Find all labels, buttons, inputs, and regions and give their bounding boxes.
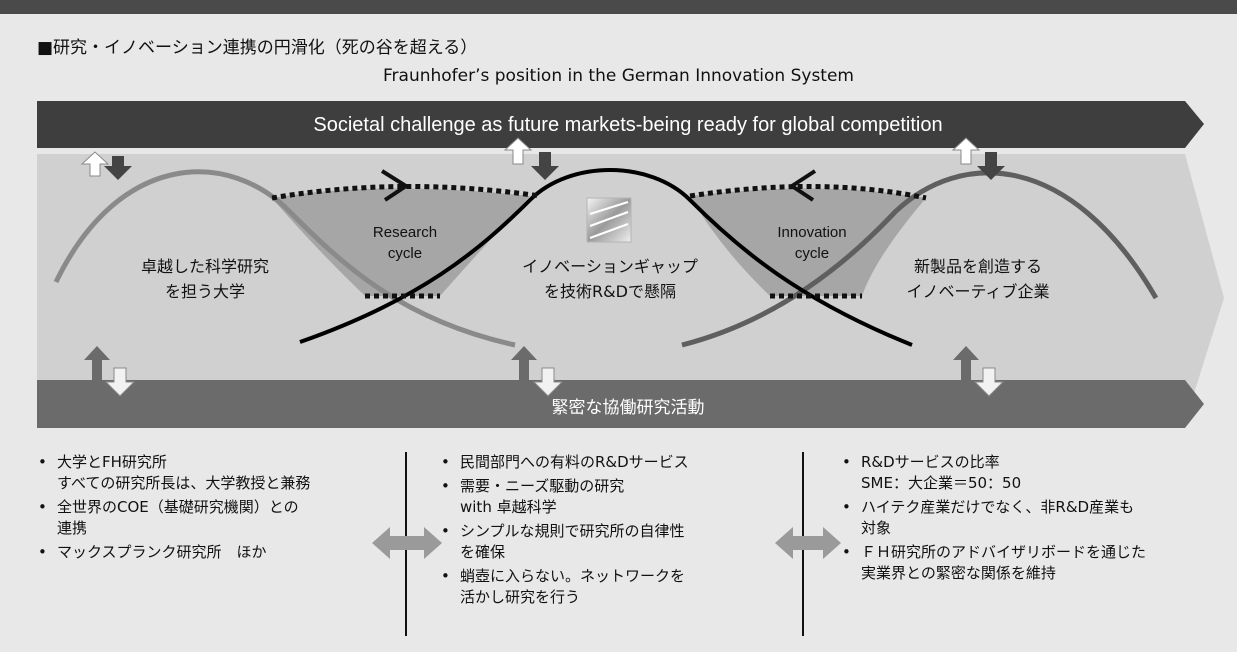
innovation-cycle-top-dotted	[689, 184, 927, 201]
bullet-dot-icon: •	[441, 477, 450, 495]
societal-challenge-arrow	[37, 101, 1204, 148]
slide-heading: ■研究・イノベーション連携の円滑化（死の谷を超える）	[37, 38, 478, 58]
bullet-dot-icon: •	[38, 543, 47, 561]
bullet-item: • シンプルな規則で研究所の自律性 を確保	[441, 521, 781, 563]
bullet-item: • R&Dサービスの比率 SME：大企業＝50：50	[842, 452, 1232, 494]
university-label: 卓越した科学研究を担う大学	[141, 257, 269, 301]
innovation-gap-label: イノベーションギャップを技術R&Dで懸隔	[522, 257, 698, 301]
bullet-item: • マックスプランク研究所 ほか	[38, 542, 383, 563]
bullet-text: 需要・ニーズ駆動の研究 with 卓越科学	[460, 477, 625, 516]
bottom-arrow-left	[84, 346, 136, 397]
bullet-item: • 蛸壺に入らない。ネットワークを 活かし研究を行う	[441, 566, 781, 608]
bullet-text: 全世界のCOE（基礎研究機関）との 連携	[57, 498, 299, 537]
bottom-arrow-center	[511, 346, 564, 397]
bullet-dot-icon: •	[842, 453, 851, 471]
bullet-text: マックスプランク研究所 ほか	[57, 543, 267, 561]
diagram-subtitle: Fraunhofer’s position in the German Inno…	[383, 66, 854, 86]
fraunhofer-column: •民間部門への有料のR&Dサービス•需要・ニーズ駆動の研究 with 卓越科学•…	[441, 452, 781, 611]
bullet-text: R&Dサービスの比率 SME：大企業＝50：50	[861, 453, 1022, 492]
bullet-dot-icon: •	[441, 453, 450, 471]
cooperation-arrow	[37, 380, 1204, 428]
bullet-dot-icon: •	[38, 453, 47, 471]
bullet-item: • 民間部門への有料のR&Dサービス	[441, 452, 781, 473]
research-gap-area	[272, 188, 530, 296]
bullet-text: 蛸壺に入らない。ネットワークを 活かし研究を行う	[460, 567, 686, 606]
fraunhofer-curve	[299, 168, 913, 347]
university-curve	[53, 169, 516, 348]
bullet-item: • 需要・ニーズ駆動の研究 with 卓越科学	[441, 476, 781, 518]
bullet-item: • ＦＨ研究所のアドバイザリボードを通じた 実業界との緊密な関係を維持	[842, 542, 1232, 584]
top-arrow-center	[503, 137, 559, 180]
bullet-text: シンプルな規則で研究所の自律性 を確保	[460, 522, 685, 561]
bullet-item: • 全世界のCOE（基礎研究機関）との 連携	[38, 497, 383, 539]
innovation-gap-area	[690, 188, 926, 296]
bullet-dot-icon: •	[441, 567, 450, 585]
bullet-item: • 大学とFH研究所 すべての研究所長は、大学教授と兼務	[38, 452, 383, 494]
innovation-cycle-arrowhead	[788, 169, 817, 202]
companies-label: 新製品を創造するイノベーティブ企業	[906, 257, 1049, 301]
company-curve	[681, 170, 1159, 348]
bullet-text: 民間部門への有料のR&Dサービス	[460, 453, 689, 471]
societal-challenge-label: Societal challenge as future markets-bei…	[313, 114, 942, 136]
top-arrow-left	[80, 151, 132, 180]
bullet-dot-icon: •	[38, 498, 47, 516]
bullet-dot-icon: •	[441, 522, 450, 540]
bullet-dot-icon: •	[842, 543, 851, 561]
double-arrow-left-center	[372, 527, 442, 559]
bullet-dot-icon: •	[842, 498, 851, 516]
research-cycle-arrowhead	[380, 169, 410, 202]
top-arrow-right	[951, 137, 1005, 180]
company-column: • R&Dサービスの比率 SME：大企業＝50：50 • ハイテク産業だけでなく、非R…	[842, 452, 1232, 587]
top-bar	[0, 0, 1237, 14]
double-arrow-center-right	[775, 527, 841, 559]
university-column: • 大学とFH研究所 すべての研究所長は、大学教授と兼務 • 全世界のCOE（基礎研究…	[38, 452, 383, 566]
bullet-text: 大学とFH研究所 すべての研究所長は、大学教授と兼務	[57, 453, 311, 492]
bottom-arrow-right	[953, 346, 1005, 397]
bullet-text: ＦＨ研究所のアドバイザリボードを通じた 実業界との緊密な関係を維持	[861, 543, 1147, 582]
bullet-item: • ハイテク産業だけでなく、非R&D産業も 対象	[842, 497, 1232, 539]
cooperation-label: 緊密な協働研究活動	[552, 398, 705, 418]
bullet-text: ハイテク産業だけでなく、非R&D産業も 対象	[861, 498, 1135, 537]
